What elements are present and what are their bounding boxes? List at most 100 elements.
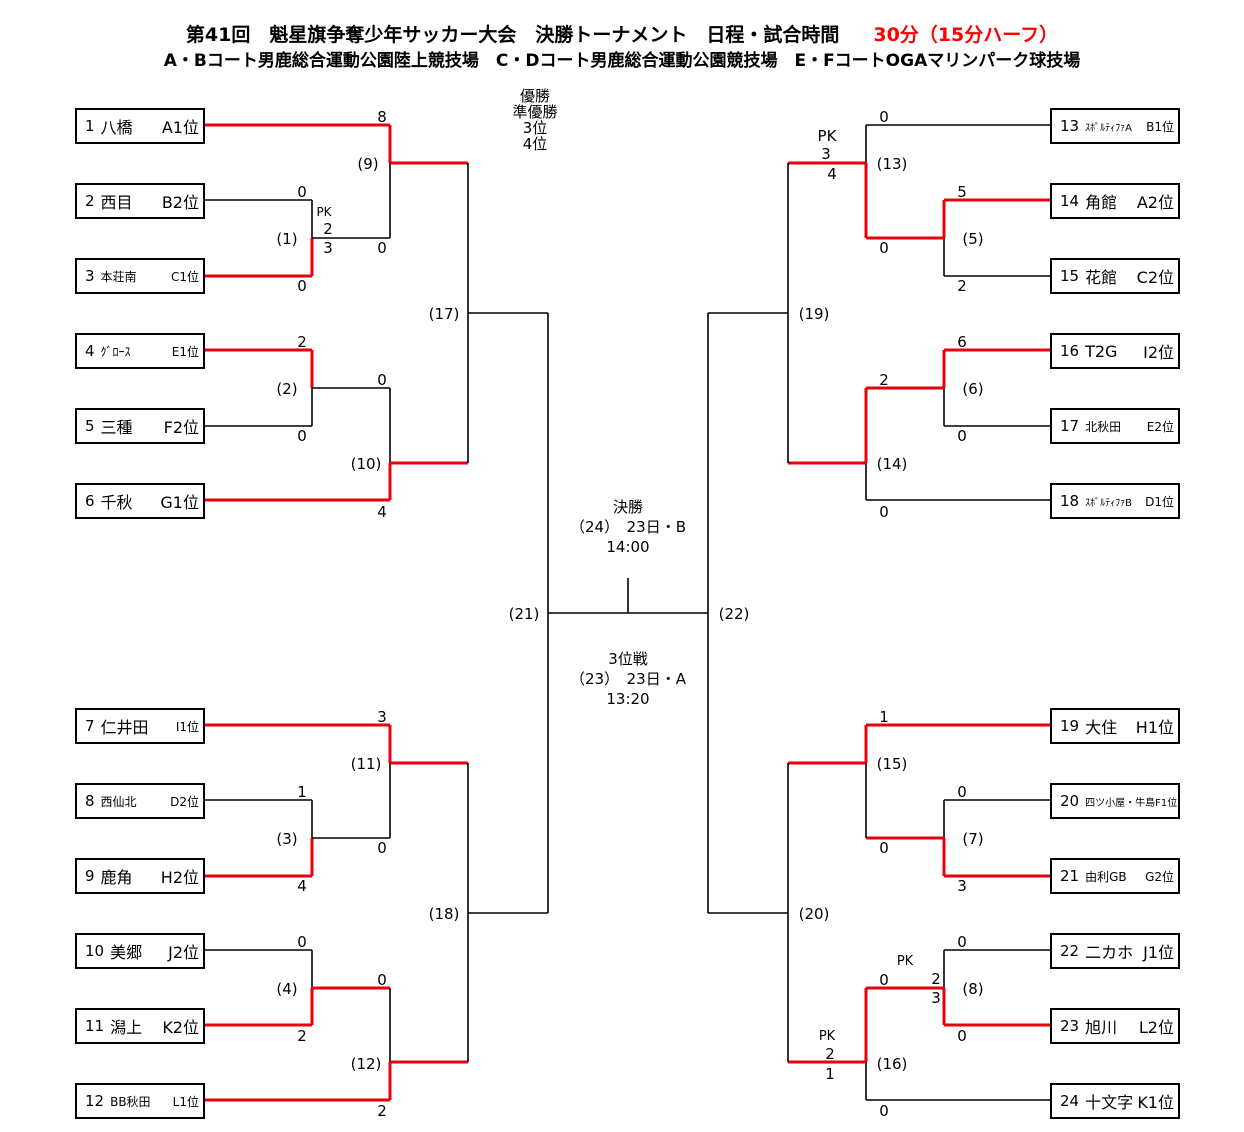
team-name: ｸﾞﾛｰｽ bbox=[100, 344, 131, 359]
team-rank: F2位 bbox=[163, 418, 199, 437]
team-name: T2G bbox=[1085, 341, 1118, 361]
team-name: 二カホ bbox=[1085, 943, 1134, 962]
final-match: （24） 23日・B bbox=[570, 518, 686, 536]
team-number: 5 bbox=[85, 417, 95, 435]
pk-score: 3 bbox=[931, 989, 941, 1007]
team-rank: G2位 bbox=[1145, 869, 1174, 884]
score: 6 bbox=[957, 333, 967, 351]
score: 2 bbox=[879, 371, 889, 389]
title-match-duration: 30分（15分ハーフ） bbox=[873, 24, 1059, 46]
team-box: 4 ｸﾞﾛｰｽ E1位 bbox=[75, 333, 205, 369]
score: 0 bbox=[879, 1102, 889, 1120]
match-label: (17) bbox=[428, 305, 460, 323]
score: 8 bbox=[377, 108, 387, 126]
team-number: 9 bbox=[85, 867, 95, 885]
third-place-time: 13:20 bbox=[606, 690, 650, 708]
pk-score: 3 bbox=[821, 145, 831, 163]
score: 0 bbox=[297, 183, 307, 201]
team-name: 三種 bbox=[100, 418, 133, 437]
team-name: 由利GB bbox=[1085, 869, 1127, 884]
score: 0 bbox=[297, 933, 307, 951]
pk-score: 2 bbox=[825, 1045, 835, 1063]
team-name: 花館 bbox=[1085, 268, 1118, 287]
pk-score: 2 bbox=[323, 220, 333, 238]
score: 0 bbox=[879, 108, 889, 126]
match-label: (11) bbox=[350, 755, 382, 773]
team-number: 4 bbox=[85, 342, 95, 360]
team-rank: G1位 bbox=[160, 493, 199, 512]
match-label: (8) bbox=[962, 980, 984, 998]
team-name: 鹿角 bbox=[100, 868, 133, 887]
team-box: 3 本荘南 C1位 bbox=[75, 258, 205, 294]
team-rank: D1位 bbox=[1145, 494, 1174, 509]
match-label: (14) bbox=[876, 455, 908, 473]
pk-score: 1 bbox=[825, 1065, 835, 1083]
score: 0 bbox=[957, 933, 967, 951]
final-time: 14:00 bbox=[606, 538, 650, 556]
match-label: (1) bbox=[276, 230, 298, 248]
score: 2 bbox=[297, 333, 307, 351]
score: 2 bbox=[377, 1102, 387, 1120]
team-name: 潟上 bbox=[110, 1018, 143, 1037]
score: 1 bbox=[879, 708, 889, 726]
team-rank: A2位 bbox=[1136, 193, 1174, 212]
team-rank: K1位 bbox=[1137, 1093, 1174, 1112]
legend-runner-up: 準優勝 bbox=[512, 103, 558, 121]
team-number: 6 bbox=[85, 492, 95, 510]
team-number: 24 bbox=[1060, 1092, 1080, 1110]
score: 3 bbox=[377, 708, 387, 726]
team-number: 16 bbox=[1060, 342, 1080, 360]
team-number: 11 bbox=[85, 1017, 105, 1035]
score: 0 bbox=[879, 503, 889, 521]
team-name: 角館 bbox=[1085, 193, 1118, 212]
match-label: (12) bbox=[350, 1055, 382, 1073]
score: 0 bbox=[879, 239, 889, 257]
team-number: 7 bbox=[85, 717, 95, 735]
team-rank: D2位 bbox=[170, 794, 199, 809]
team-name: 四ツ小屋・牛島 bbox=[1085, 797, 1156, 809]
team-number: 10 bbox=[85, 942, 105, 960]
third-place-match: （23） 23日・A bbox=[570, 670, 686, 688]
team-number: 3 bbox=[85, 267, 95, 285]
match-label: (10) bbox=[350, 455, 382, 473]
match-label: (2) bbox=[276, 380, 298, 398]
legend-fourth: 4位 bbox=[522, 135, 548, 153]
match-label: (18) bbox=[428, 905, 460, 923]
team-name: 八橋 bbox=[100, 118, 133, 137]
score: 0 bbox=[377, 239, 387, 257]
team-name: 本荘南 bbox=[100, 269, 137, 284]
team-number: 17 bbox=[1060, 417, 1080, 435]
team-name: 西目 bbox=[100, 193, 133, 212]
team-rank: B1位 bbox=[1146, 119, 1174, 134]
team-rank: C1位 bbox=[170, 269, 199, 284]
pk-score: 3 bbox=[323, 239, 333, 257]
score: 0 bbox=[879, 839, 889, 857]
score: 0 bbox=[957, 783, 967, 801]
score: 0 bbox=[297, 427, 307, 445]
legend-third: 3位 bbox=[522, 119, 548, 137]
score: 0 bbox=[377, 971, 387, 989]
team-name: 西仙北 bbox=[100, 794, 137, 809]
score: 2 bbox=[297, 1027, 307, 1045]
ranking-legend: 優勝 準優勝 3位 4位 bbox=[500, 88, 570, 152]
team-rank: E2位 bbox=[1146, 419, 1174, 434]
match-label: (19) bbox=[798, 305, 830, 323]
team-name: 北秋田 bbox=[1085, 419, 1122, 434]
team-rank: I1位 bbox=[175, 719, 199, 734]
match-label: (6) bbox=[962, 380, 984, 398]
team-rank: C2位 bbox=[1136, 268, 1174, 287]
team-rank: B2位 bbox=[161, 193, 199, 212]
team-rank: E1位 bbox=[171, 344, 199, 359]
match-label: (9) bbox=[357, 155, 379, 173]
